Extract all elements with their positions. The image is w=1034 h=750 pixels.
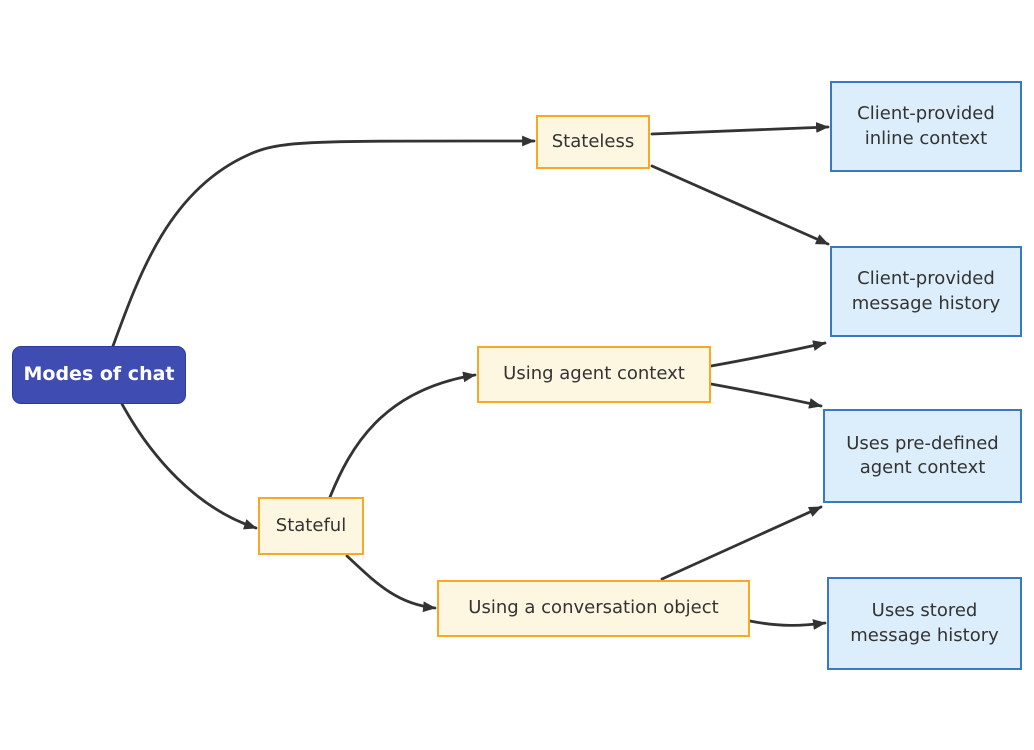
node-label: Client-provided inline context	[857, 103, 995, 149]
edge-agent-context-to-message-history	[709, 340, 827, 368]
edge-stateful-to-agent-context	[328, 371, 477, 499]
edge-modes-to-stateful	[120, 402, 258, 530]
node-label: Stateful	[275, 514, 347, 536]
node-modes-of-chat: Modes of chat	[12, 346, 186, 404]
node-using-a-conversation-object: Using a conversation object	[437, 580, 750, 637]
node-using-agent-context: Using agent context	[477, 346, 711, 403]
node-label: Client-provided message history	[851, 268, 1001, 314]
node-label: Using a conversation object	[468, 597, 719, 619]
node-label: Stateless	[551, 130, 635, 152]
node-stateful: Stateful	[258, 497, 364, 555]
edge-agent-context-to-predefined-context	[709, 382, 823, 409]
node-stateless: Stateless	[536, 115, 650, 169]
node-uses-stored-message-history: Uses stored message history	[827, 577, 1022, 670]
edge-stateful-to-conversation-object	[345, 554, 437, 613]
node-client-provided-inline-context: Client-provided inline context	[830, 81, 1022, 172]
edge-conversation-object-to-stored-history	[748, 619, 827, 630]
node-uses-pre-defined-agent-context: Uses pre-defined agent context	[823, 409, 1022, 503]
node-label: Using agent context	[503, 363, 685, 385]
edge-stateless-to-inline-context	[650, 122, 830, 136]
node-label: Uses pre-defined agent context	[846, 432, 999, 478]
node-client-provided-message-history: Client-provided message history	[830, 246, 1022, 337]
edge-conversation-object-to-predefined-context	[660, 505, 823, 581]
node-label: Modes of chat	[23, 363, 175, 386]
node-label: Uses stored message history	[850, 600, 999, 646]
edge-modes-to-stateless	[111, 135, 536, 348]
edge-stateless-to-message-history	[650, 164, 830, 246]
